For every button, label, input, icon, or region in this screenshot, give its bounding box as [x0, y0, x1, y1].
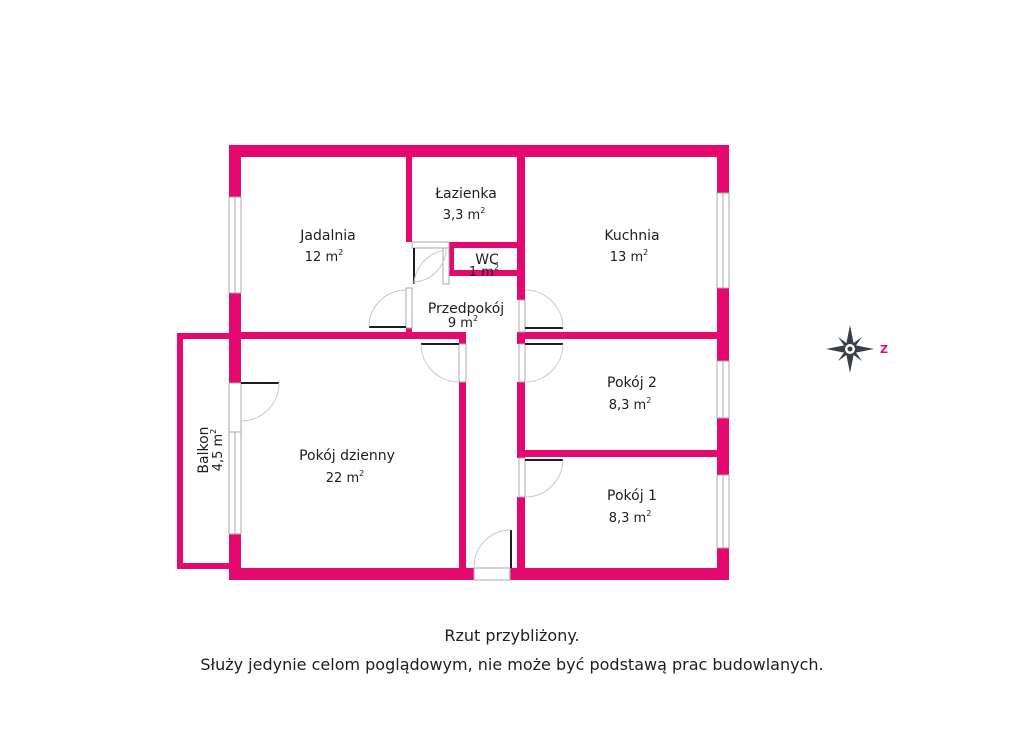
- room-area-wc: 1 m2: [469, 263, 499, 280]
- room-name-pokoj-2: Pokój 2: [607, 375, 657, 391]
- room-name-wc: WC: [475, 252, 499, 268]
- room-area-lazienka: 3,3 m2: [443, 206, 486, 223]
- room-name-lazienka: Łazienka: [434, 186, 497, 202]
- room-area-jadalnia: 12 m2: [305, 248, 343, 265]
- room-name-jadalnia: Jadalnia: [299, 228, 355, 244]
- room-area-balkon: 4,5 m2: [209, 429, 226, 472]
- room-area-pokoj-1: 8,3 m2: [609, 509, 652, 526]
- room-area-pokoj-dzienny: 22 m2: [326, 469, 364, 486]
- room-labels: Jadalnia 12 m2 Łazienka 3,3 m2 WC 1 m2 K…: [196, 186, 660, 526]
- room-name-przedpokoj: Przedpokój: [428, 301, 504, 317]
- compass-rose-icon: [826, 325, 874, 373]
- room-area-przedpokoj: 9 m2: [448, 314, 478, 331]
- doors: [228, 241, 564, 581]
- balkon-label-group: Balkon 4,5 m2: [196, 426, 226, 473]
- walls: [177, 145, 729, 580]
- windows: [228, 192, 730, 549]
- room-name-pokoj-1: Pokój 1: [607, 488, 657, 504]
- room-area-pokoj-2: 8,3 m2: [609, 396, 652, 413]
- room-name-balkon: Balkon: [196, 426, 212, 473]
- disclaimer-line-1: Rzut przybliżony.: [444, 626, 580, 645]
- room-name-pokoj-dzienny: Pokój dzienny: [299, 448, 395, 464]
- disclaimer-line-2: Służy jedynie celom poglądowym, nie może…: [200, 655, 824, 674]
- compass-direction-letter: Z: [880, 343, 888, 356]
- room-name-kuchnia: Kuchnia: [604, 228, 659, 244]
- room-area-kuchnia: 13 m2: [610, 248, 648, 265]
